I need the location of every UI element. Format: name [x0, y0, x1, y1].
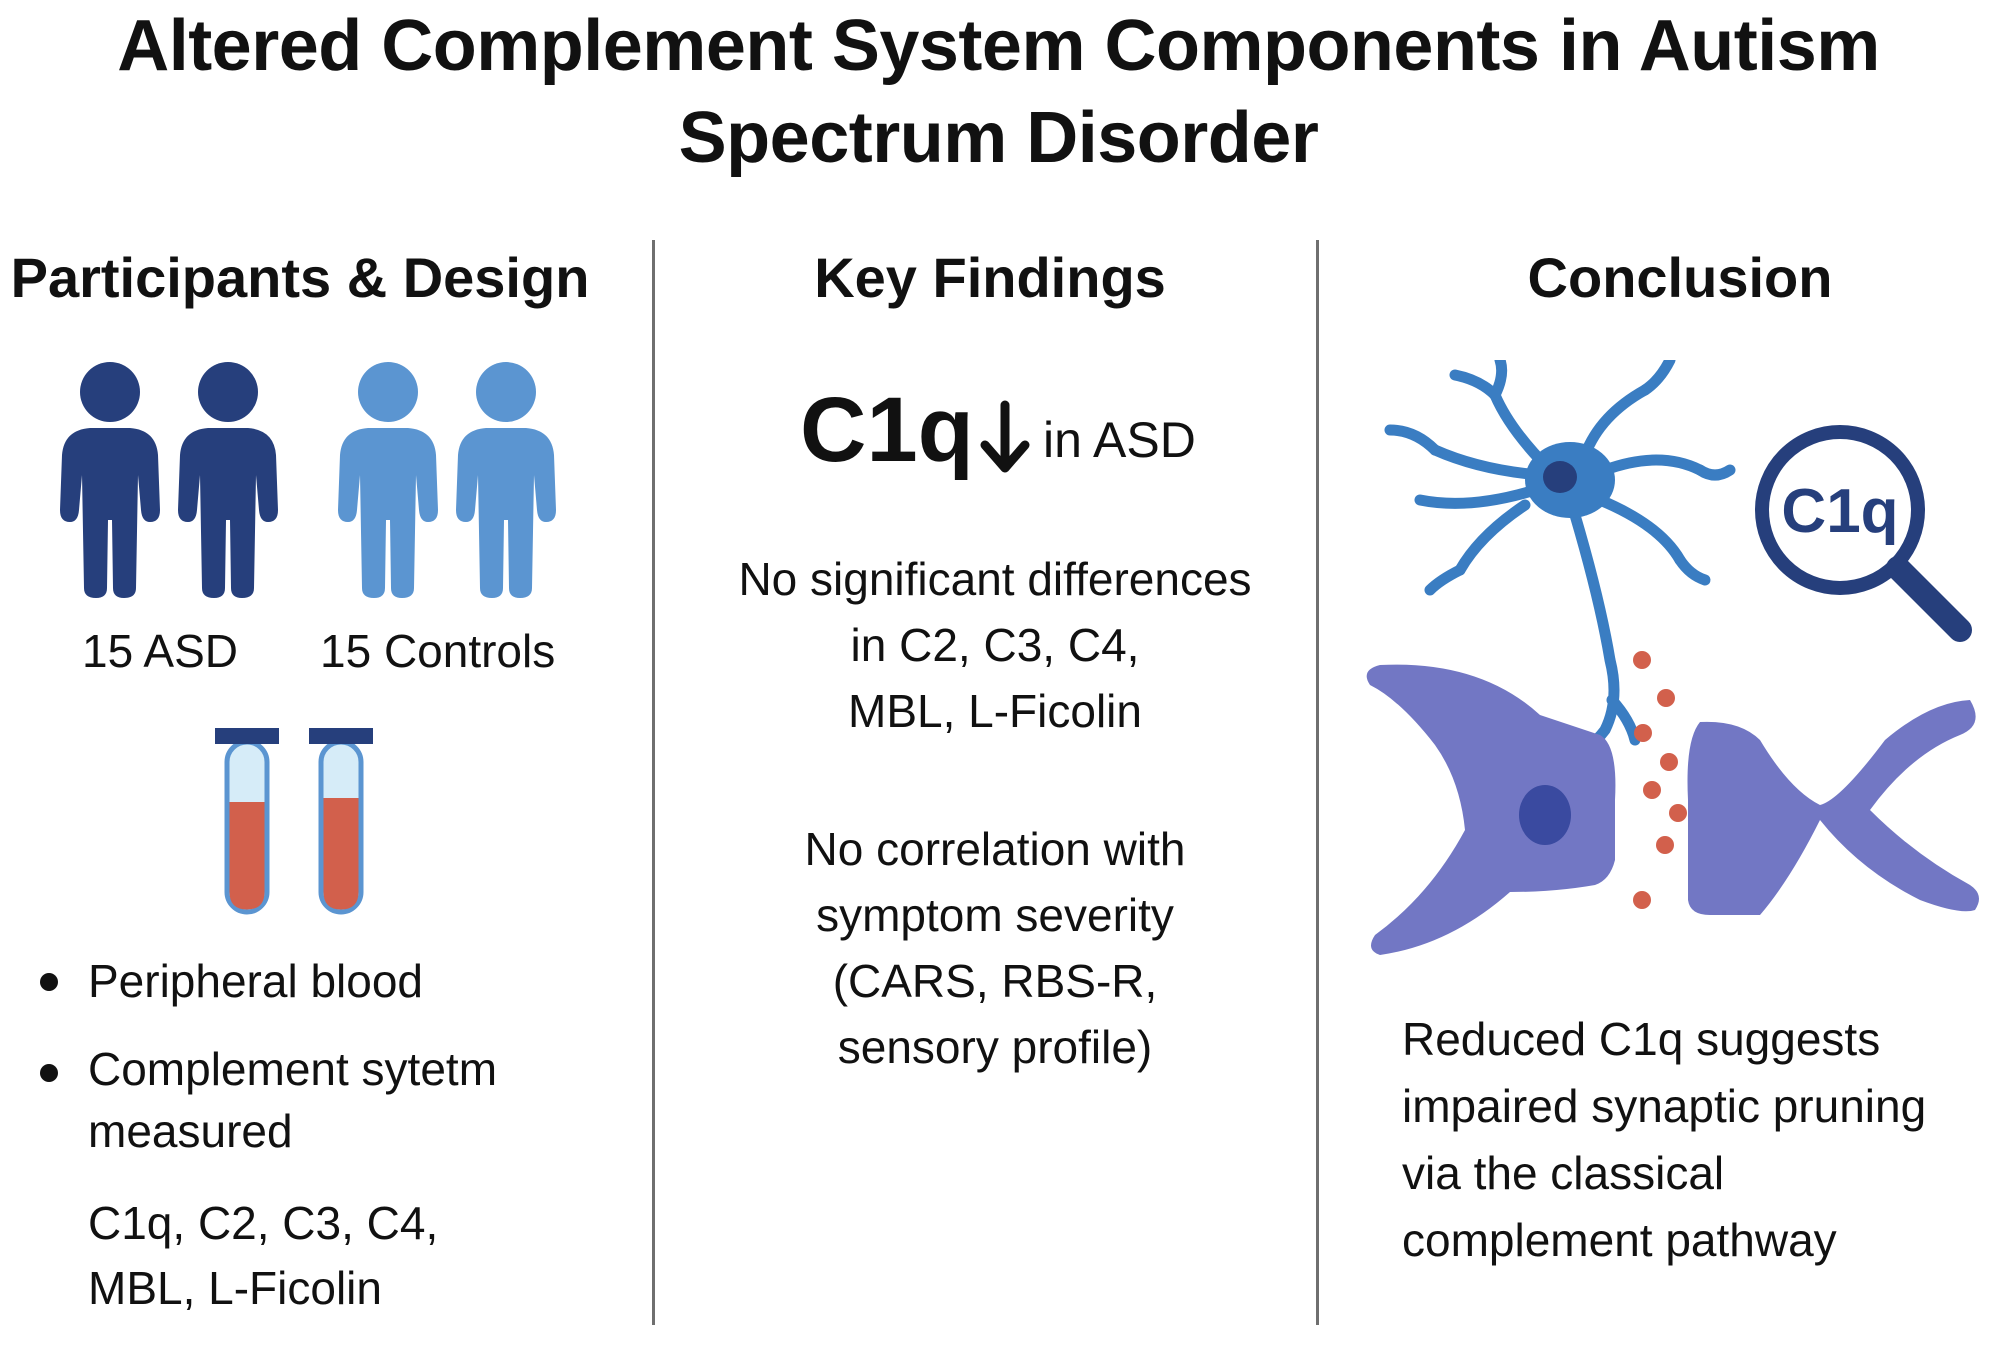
magnifier-icon: C1q: [1755, 425, 1972, 642]
title-line: Altered Complement System Components in …: [117, 6, 1880, 178]
bullet-marker: [40, 1064, 58, 1082]
person-icon: [178, 362, 278, 598]
conclusion-line: complement pathway: [1402, 1214, 1837, 1266]
no-corr-line: No correlation with: [804, 823, 1186, 875]
blood-tube-icon: [309, 728, 373, 915]
bullet-peripheral-blood: Peripheral blood: [88, 955, 424, 1007]
no-corr-line: (CARS, RBS-R,: [832, 955, 1158, 1007]
asd-count-label: 15 ASD: [82, 625, 238, 677]
synapse-icon: [1366, 664, 1979, 955]
c1q-headline: C1q: [800, 379, 974, 481]
page-title: Altered Complement System Components in …: [0, 0, 1997, 178]
bullet-complement-measured: Complement sytetm measured: [88, 1043, 498, 1157]
no-diff-line: No significant differences: [738, 553, 1252, 605]
person-icon: [338, 362, 438, 598]
conclusion-heading: Conclusion: [1527, 246, 1833, 309]
down-arrow-icon: [980, 400, 1030, 473]
vesicles: [1633, 651, 1687, 909]
c1q-suffix: in ASD: [1043, 412, 1196, 468]
person-icon: [60, 362, 160, 598]
synapse-illustration: C1q: [1366, 360, 1979, 955]
person-icon: [456, 362, 556, 598]
neuron-icon: [1384, 360, 1736, 766]
people-icons: [60, 362, 556, 598]
findings-heading: Key Findings: [814, 246, 1166, 309]
blood-tubes: [215, 728, 373, 915]
conclusion-line: Reduced C1q suggests: [1402, 1013, 1881, 1065]
no-diff-line: MBL, L-Ficolin: [848, 685, 1142, 737]
components-line: MBL, L-Ficolin: [88, 1262, 382, 1314]
controls-count-label: 15 Controls: [320, 625, 556, 677]
no-corr-line: sensory profile): [837, 1021, 1153, 1073]
column-divider-left: [652, 240, 655, 1325]
no-diff-line: in C2, C3, C4,: [850, 619, 1140, 671]
conclusion-line: via the classical: [1402, 1147, 1725, 1199]
no-corr-line: symptom severity: [816, 889, 1174, 941]
components-line: C1q, C2, C3, C4,: [88, 1197, 439, 1249]
conclusion-line: impaired synaptic pruning: [1402, 1080, 1927, 1132]
design-heading: Participants & Design: [10, 246, 590, 309]
column-divider-right: [1316, 240, 1319, 1325]
magnifier-label: C1q: [1781, 477, 1898, 546]
bullet-marker: [40, 973, 58, 991]
blood-tube-icon: [215, 728, 279, 915]
